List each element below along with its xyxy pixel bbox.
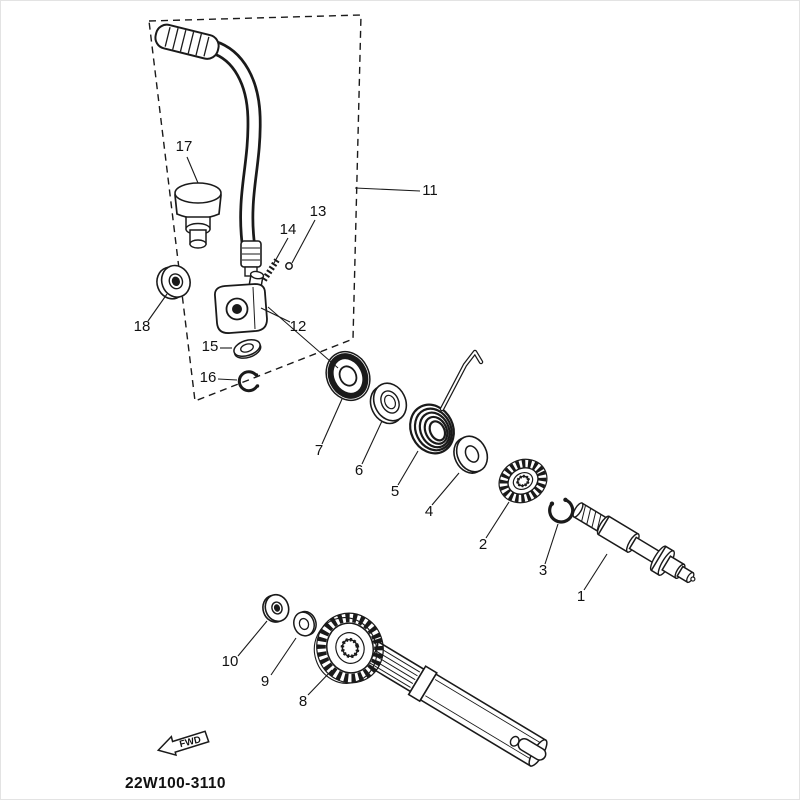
part-label-7: 7: [315, 442, 323, 459]
part-9-washer: [293, 610, 317, 637]
leader-line-4: [431, 472, 460, 506]
leader-line-12: [260, 307, 291, 323]
leader-line-3: [544, 523, 559, 565]
part-2-gear: [498, 458, 548, 504]
part-label-16: 16: [200, 369, 217, 386]
part-code: 22W100-3110: [125, 775, 226, 792]
part-8-gear: [313, 612, 384, 684]
part-label-18: 18: [134, 318, 151, 335]
part-14-spring: [261, 258, 280, 282]
leader-line-16: [217, 378, 238, 381]
part-label-1: 1: [577, 588, 585, 605]
part-label-15: 15: [202, 338, 219, 355]
pedal-grip: [154, 23, 220, 60]
part-label-6: 6: [355, 462, 363, 479]
part-label-14: 14: [280, 221, 297, 238]
leader-line-18: [147, 293, 168, 322]
leader-line-9: [270, 637, 297, 676]
part-label-12: 12: [290, 318, 307, 335]
part-3-clip: [548, 497, 575, 524]
leader-line-10: [237, 620, 268, 657]
part-16-clip: [237, 370, 260, 393]
part-18-washer: [156, 264, 191, 300]
leader-line-1: [583, 553, 608, 591]
part-5-spring: [409, 349, 484, 455]
part-10-washer: [262, 593, 290, 623]
part-17-lever-joint: [174, 182, 222, 249]
part-label-13: 13: [310, 203, 327, 220]
part-13-ball: [285, 262, 293, 270]
leader-line-7: [321, 398, 343, 445]
part-label-11: 11: [422, 182, 438, 199]
part-15-washer: [233, 338, 262, 359]
fwd-arrow: FWD: [156, 730, 210, 757]
drive-shaft: [361, 639, 548, 767]
part-label-4: 4: [425, 503, 433, 520]
part-label-5: 5: [391, 483, 399, 500]
part-label-8: 8: [299, 693, 307, 710]
part-label-17: 17: [176, 138, 193, 155]
leader-line-8: [307, 669, 333, 696]
leader-line-17: [186, 156, 199, 184]
leader-line-14: [273, 237, 289, 264]
leader-line-13: [291, 219, 316, 264]
part-label-9: 9: [261, 673, 269, 690]
fwd-label: FWD: [178, 734, 202, 750]
part-7-bearing: [325, 350, 371, 402]
leader-line-6: [361, 420, 383, 465]
lever-lower-clamp: [240, 240, 262, 277]
part-1-shaft: [572, 502, 696, 584]
part-4-washer: [453, 435, 489, 474]
part-label-10: 10: [222, 653, 239, 670]
part-label-3: 3: [539, 562, 547, 579]
part-17-kick-lever: [154, 23, 262, 277]
part-6-collar: [369, 382, 408, 425]
part-label-2: 2: [479, 536, 487, 553]
leader-line-2: [485, 501, 510, 539]
leader-line-5: [397, 450, 419, 486]
leader-line-11: [354, 187, 421, 192]
part-12-boss: [214, 270, 268, 334]
